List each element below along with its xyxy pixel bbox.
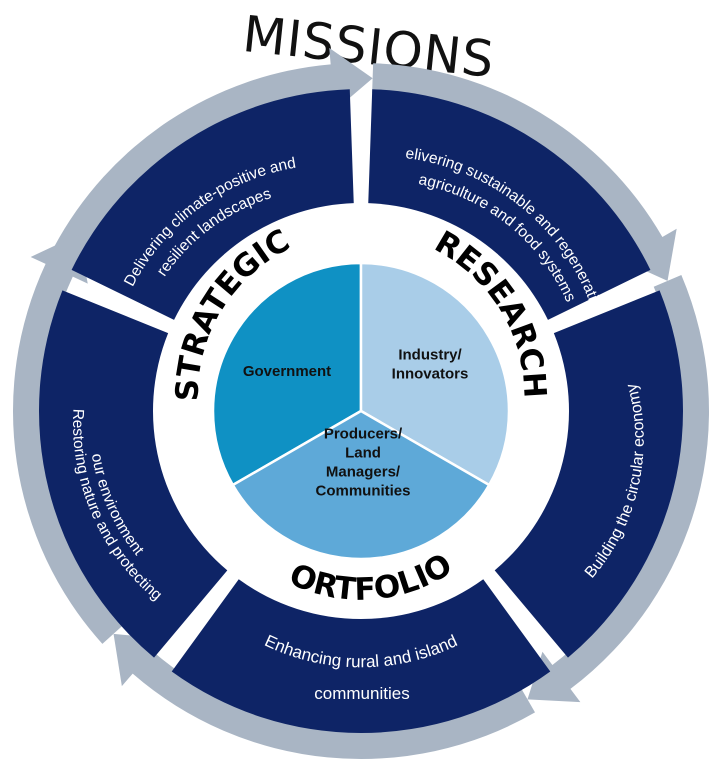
pie-sector-3 xyxy=(231,409,491,561)
mission-ring xyxy=(39,89,684,734)
mission-4-line-2: communities xyxy=(314,684,409,703)
cycle-arrow-2 xyxy=(372,63,677,281)
mission-segment-2 xyxy=(368,89,651,320)
cycle-arrow-1 xyxy=(53,47,373,262)
mission-segment-3 xyxy=(494,290,684,658)
mission-segment-5 xyxy=(39,290,228,658)
partner-label-2: Industry/Innovators xyxy=(392,347,469,383)
partner-labels: Government Industry/InnovatorsProducers/L… xyxy=(243,347,469,500)
partner-pie xyxy=(211,261,511,561)
mission-segment-4 xyxy=(171,579,551,734)
mission-segment-1 xyxy=(71,89,354,320)
cycle-arrow-4 xyxy=(113,633,535,759)
pie-sector-1 xyxy=(211,261,363,487)
pie-sector-2 xyxy=(359,261,511,487)
partner-label-1: Government xyxy=(243,363,331,380)
cycle-arrow-5 xyxy=(12,234,125,644)
